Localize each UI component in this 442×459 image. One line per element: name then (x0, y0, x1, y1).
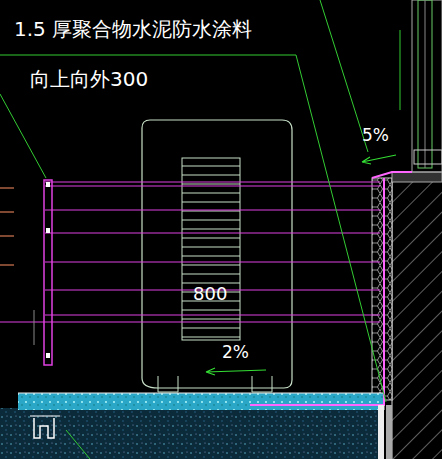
illustration-stroke (182, 319, 240, 320)
material-note: 1.5 厚聚合物水泥防水涂料 (14, 18, 252, 40)
illustration-stroke (372, 178, 392, 400)
extent-note: 向上向外300 (30, 68, 148, 90)
illustration-stroke (320, 0, 368, 152)
illustration-stroke (0, 188, 14, 189)
illustration-stroke (182, 175, 240, 176)
illustration-stroke (45, 209, 380, 210)
illustration-stroke (0, 182, 380, 322)
slope-label: 5% (362, 126, 389, 145)
illustration-stroke (182, 166, 240, 337)
illustration-stroke (386, 405, 392, 459)
illustration-stroke (412, 0, 442, 172)
illustration-stroke (45, 181, 380, 182)
illustration-stroke (182, 265, 240, 266)
illustration-stroke (182, 274, 240, 275)
illustration-stroke (182, 337, 240, 338)
illustration-stroke (182, 328, 240, 329)
illustration-stroke (400, 30, 401, 110)
illustration-stroke (182, 238, 240, 239)
illustration-stroke (182, 193, 240, 194)
illustration-stroke (182, 247, 240, 248)
illustration-stroke (0, 55, 386, 402)
illustration-stroke (182, 202, 240, 203)
illustration-stroke (46, 228, 50, 233)
illustration-stroke (0, 408, 382, 459)
illustration-stroke (182, 158, 240, 340)
illustration-stroke (45, 232, 380, 233)
illustration-stroke (45, 314, 380, 315)
illustration-stroke (372, 178, 392, 400)
illustration-stroke (418, 0, 432, 168)
illustration-stroke (0, 265, 14, 266)
illustration-stroke (44, 180, 52, 365)
illustration-stroke (46, 353, 50, 358)
illustration-stroke (18, 393, 384, 410)
illustration-stroke (34, 418, 54, 438)
illustration-stroke (425, 0, 426, 168)
illustration-stroke (182, 310, 240, 311)
illustration-stroke (372, 172, 412, 178)
illustration-stroke (158, 376, 272, 392)
illustration-stroke (392, 172, 442, 182)
slope-label: 2% (222, 343, 249, 362)
illustration-stroke (182, 184, 240, 185)
illustration-stroke (392, 182, 442, 459)
illustration-stroke (362, 155, 396, 164)
illustration-stroke (414, 150, 442, 164)
illustration-stroke (30, 416, 60, 417)
illustration-stroke (0, 321, 380, 322)
illustration-stroke (0, 212, 14, 213)
dimension-label: 800 (193, 284, 227, 304)
illustration-stroke (0, 236, 14, 237)
illustration-stroke (378, 405, 384, 459)
illustration-stroke (182, 229, 240, 230)
illustration-stroke (0, 408, 382, 459)
illustration-stroke (0, 188, 14, 265)
illustration-stroke (45, 261, 380, 262)
illustration-stroke (0, 94, 46, 178)
illustration-stroke (142, 120, 292, 388)
illustration-stroke (182, 211, 240, 212)
illustration-stroke (182, 166, 240, 167)
illustration-stroke (66, 430, 90, 459)
illustration-stroke (182, 220, 240, 221)
illustration-stroke (250, 178, 384, 405)
illustration-stroke (46, 182, 50, 187)
illustration-stroke (34, 310, 35, 345)
illustration-stroke (18, 393, 384, 410)
illustration-stroke (182, 256, 240, 257)
illustration-stroke (206, 368, 266, 375)
